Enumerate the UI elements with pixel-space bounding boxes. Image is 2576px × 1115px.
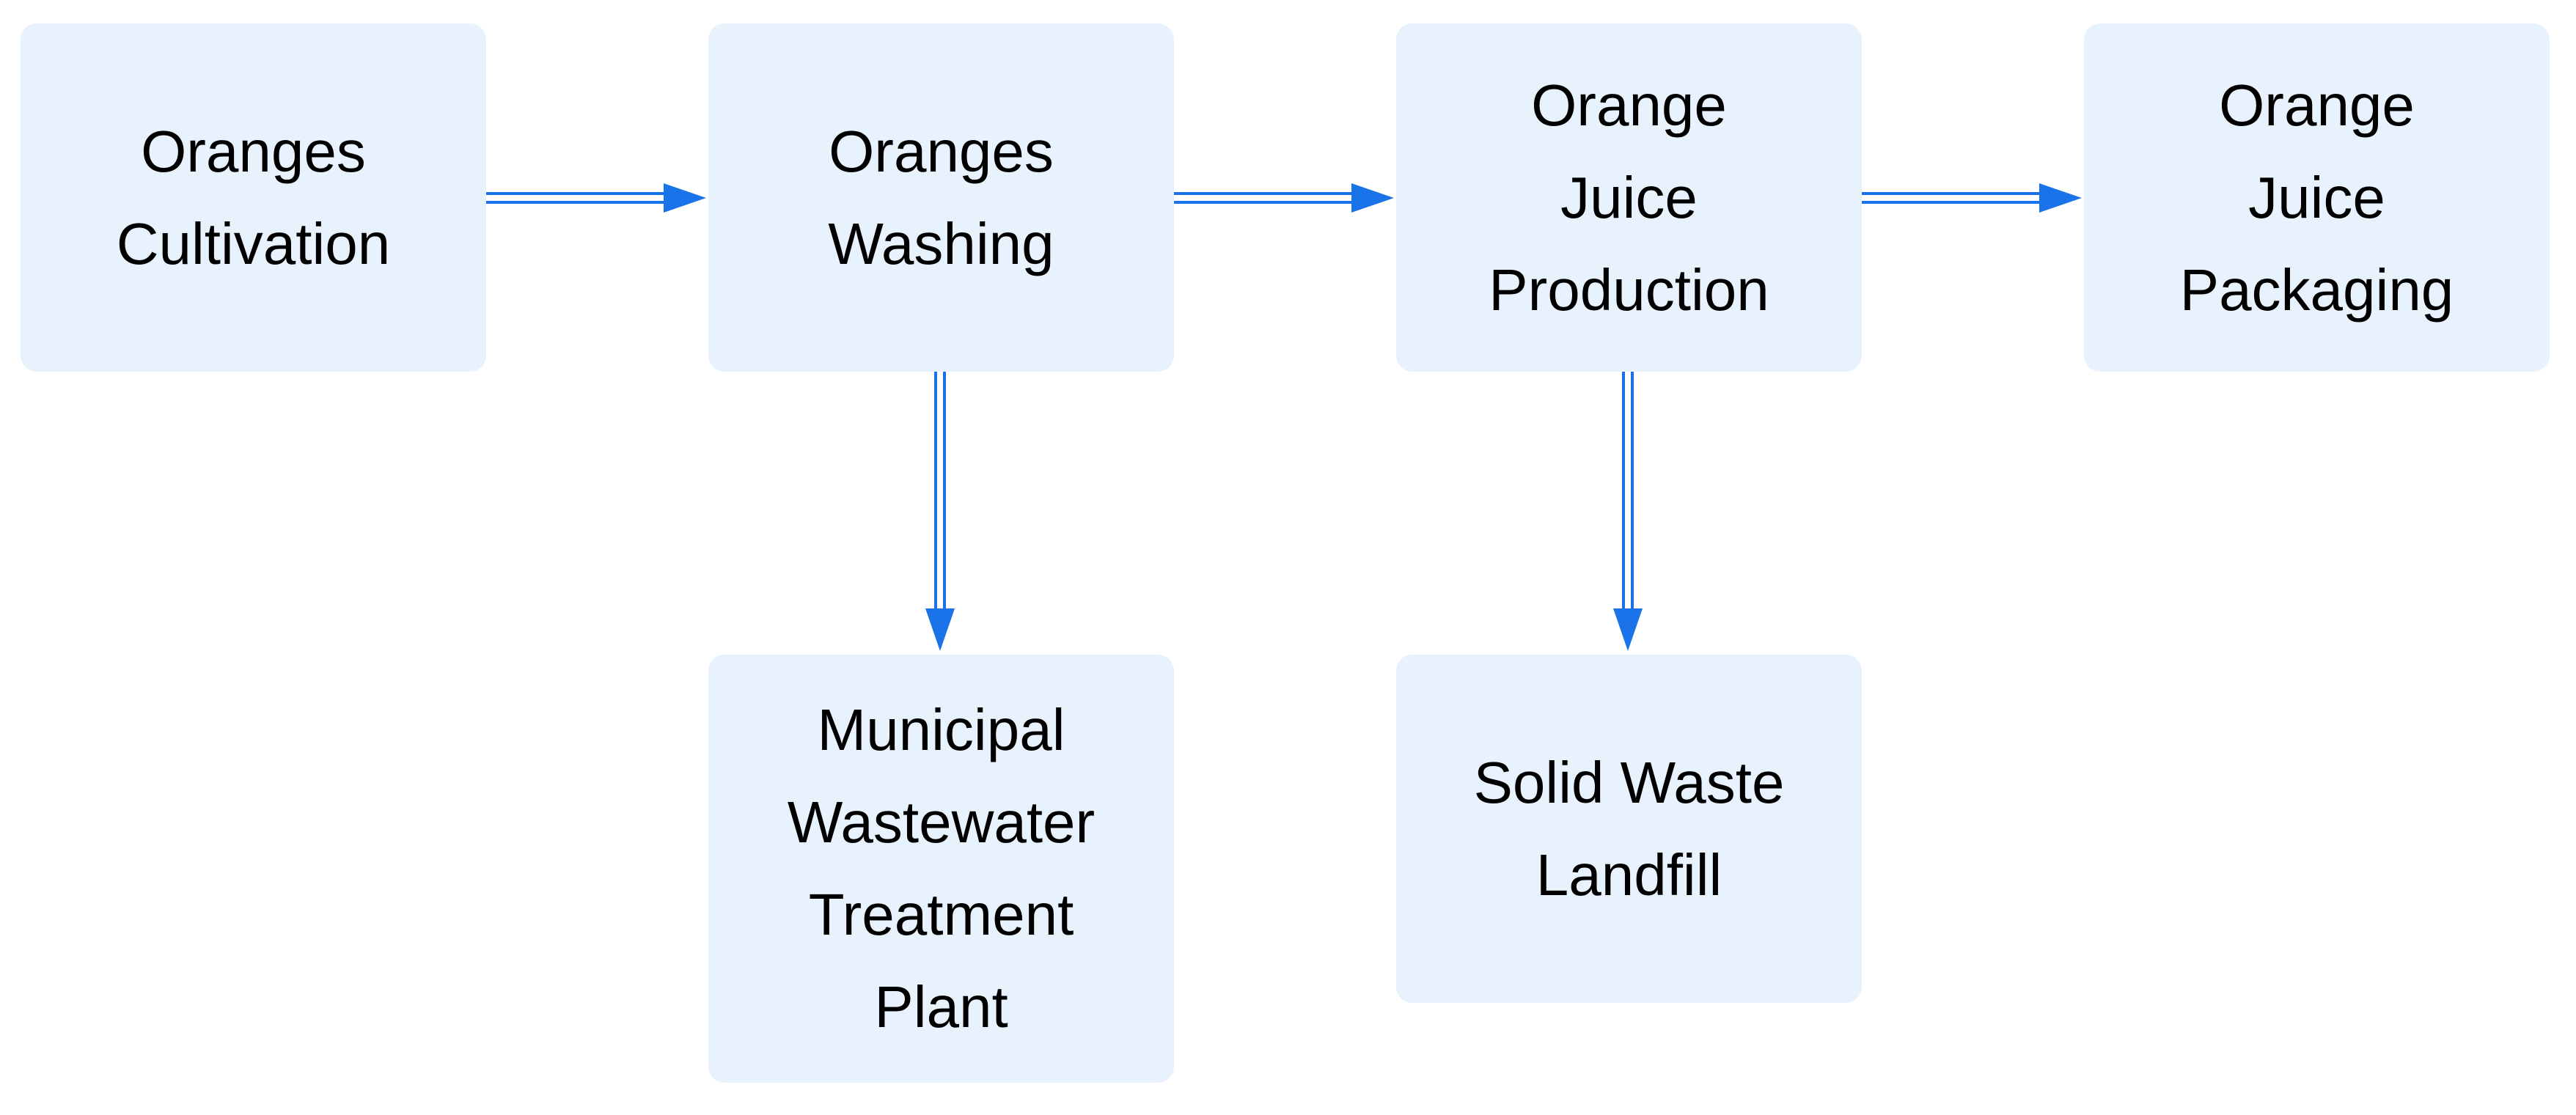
node-label: Oranges Washing: [828, 118, 1054, 276]
node-label: Orange Juice Production: [1489, 72, 1769, 323]
arrow-production-to-landfill: [1613, 372, 1643, 651]
node-label: Orange Juice Packaging: [2179, 72, 2454, 323]
node-label: Solid Waste Landfill: [1473, 749, 1785, 908]
node-oranges-cultivation: Oranges Cultivation: [21, 23, 486, 372]
arrow-cultivation-to-washing: [486, 183, 706, 213]
node-label: Municipal Wastewater Treatment Plant: [787, 697, 1096, 1039]
node-solid-waste-landfill: Solid Waste Landfill: [1396, 655, 1862, 1003]
node-orange-juice-production: Orange Juice Production: [1396, 23, 1862, 372]
arrow-production-to-packaging: [1862, 183, 2082, 213]
node-oranges-washing: Oranges Washing: [708, 23, 1174, 372]
node-orange-juice-packaging: Orange Juice Packaging: [2084, 23, 2550, 372]
node-label: Oranges Cultivation: [116, 118, 391, 276]
arrow-washing-to-wastewater: [925, 372, 955, 651]
arrow-washing-to-production: [1174, 183, 1394, 213]
node-municipal-wastewater-treatment-plant: Municipal Wastewater Treatment Plant: [708, 655, 1174, 1083]
